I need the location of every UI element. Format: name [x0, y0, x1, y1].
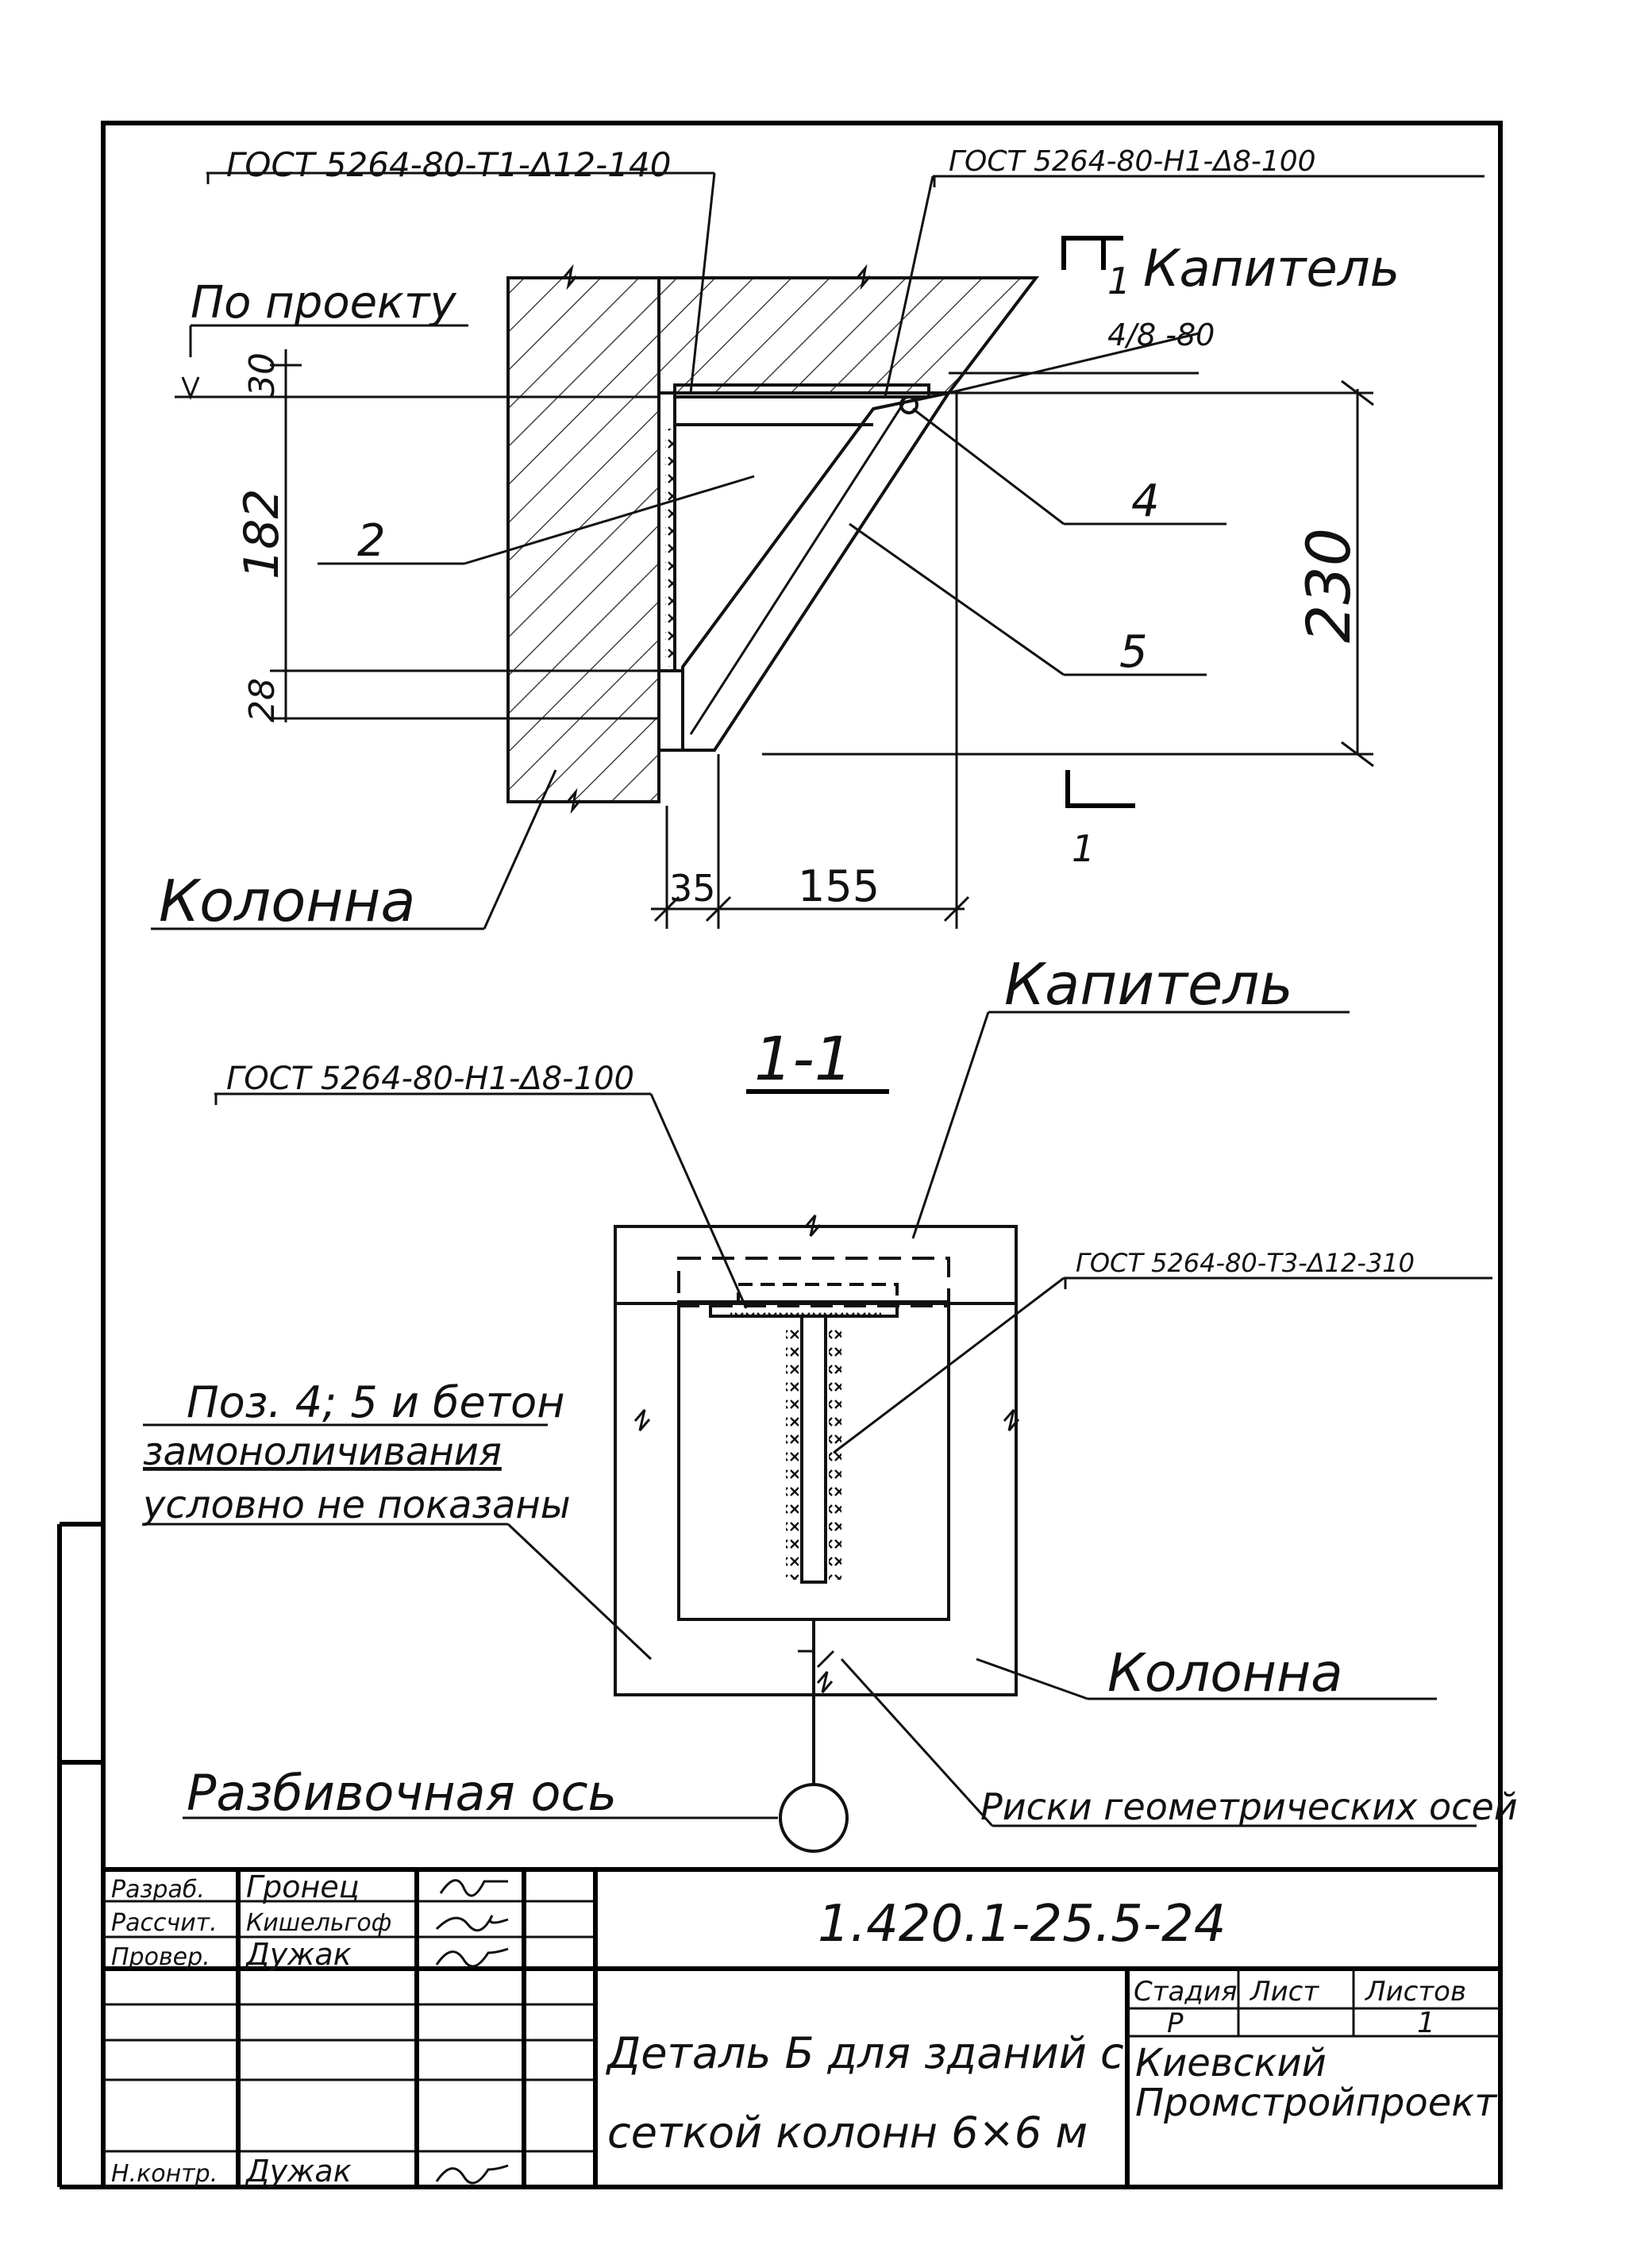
dim-35: 35	[669, 867, 716, 910]
callout-5: 5	[1119, 626, 1148, 678]
embedded-plate	[673, 383, 930, 399]
role-calculated: Рассчит.	[111, 1909, 218, 1937]
by-project-label: По проекту	[191, 277, 456, 329]
org-line-1: Киевский	[1135, 2041, 1327, 2085]
capital-label-top: Капитель	[1143, 240, 1400, 298]
title-block-grid	[103, 1867, 1500, 2187]
weld-label-section-right: ГОСТ 5264-80-Т3-Δ12-310	[1076, 1248, 1415, 1278]
weld-leg-label: 4/8 -80	[1107, 318, 1215, 352]
column-outline	[614, 1225, 1018, 1696]
weld-label-left: ГОСТ 5264-80-Т1-Δ12-140	[226, 145, 671, 184]
stage-value: Р	[1167, 2008, 1184, 2039]
name-norm-control: Дужак	[245, 2154, 352, 2189]
section-mark-bottom: 1	[1072, 827, 1095, 870]
note-line-2: замоноличивания	[143, 1430, 502, 1474]
dim-230: 230	[1293, 528, 1364, 643]
dim-155: 155	[798, 861, 880, 911]
note-line-3: условно не показаны	[141, 1483, 571, 1527]
weld-label-section-top: ГОСТ 5264-80-Н1-Δ8-100	[226, 1061, 634, 1097]
sheet-header: Лист	[1249, 1976, 1319, 2008]
elevation-view	[506, 264, 1040, 814]
column-label-section: Колонна	[1107, 1642, 1343, 1704]
capital-label-section: Капитель	[1004, 951, 1293, 1018]
callout-4: 4	[1131, 476, 1160, 527]
sheets-header: Листов	[1364, 1976, 1466, 2008]
role-norm-control: Н.контр.	[111, 2160, 218, 2188]
org-line-2: Промстройпроект	[1135, 2081, 1498, 2125]
designation: 1.420.1-25.5-24	[818, 1895, 1226, 1954]
weld-label-right: ГОСТ 5264-80-Н1-Δ8-100	[949, 145, 1316, 178]
column-label-top: Колонна	[159, 868, 416, 934]
axis-bubble	[779, 1783, 849, 1853]
elevation-annotations	[151, 171, 1484, 930]
sheet-frame	[57, 121, 1503, 2189]
section-annotations	[143, 1011, 1492, 1827]
vertical-strut-section	[800, 1315, 827, 1584]
section-title: 1-1	[754, 1023, 853, 1094]
role-checked: Провер.	[111, 1943, 210, 1971]
callout-2: 2	[357, 515, 386, 567]
elevation-dimensions	[270, 349, 1374, 929]
dim-182: 182	[234, 488, 290, 579]
section-mark-top: 1	[1107, 260, 1130, 302]
title-line-1: Деталь Б для зданий с	[606, 2028, 1124, 2078]
column-section	[508, 278, 659, 802]
dim-28: 28	[242, 678, 283, 722]
dim-30: 30	[242, 352, 283, 397]
title-line-2: сеткой колонн 6×6 м	[607, 2108, 1088, 2158]
sheets-value: 1	[1417, 2007, 1435, 2039]
name-calculated: Кишельгоф	[246, 1909, 391, 1937]
note-line-1: Поз. 4; 5 и бетон	[187, 1377, 565, 1427]
name-checked: Дужак	[245, 1937, 352, 1972]
role-developed: Разраб.	[111, 1876, 205, 1904]
axis-marks-label: Риски геометрических осей	[980, 1785, 1518, 1828]
name-developed: Гронец	[246, 1869, 360, 1904]
stage-header: Стадия	[1134, 1976, 1237, 2008]
axis-label: Разбивочная ось	[187, 1764, 617, 1822]
section-1-1-view	[614, 1215, 1020, 1853]
